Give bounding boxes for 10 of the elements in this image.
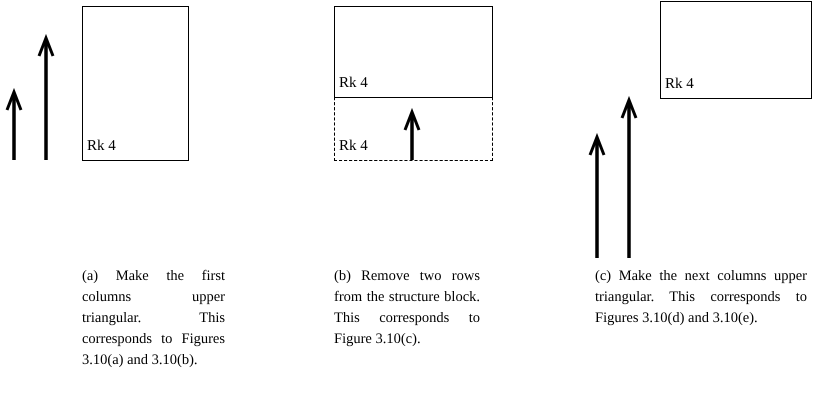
block-label: Rk 4: [339, 75, 368, 91]
block-label: Rk 4: [339, 138, 368, 154]
block-label: Rk 4: [665, 76, 694, 92]
matrix-block: [82, 6, 189, 161]
figure-caption: (b) Remove two rows from the structure block. This corresponds to Figure 3.10(c).: [334, 267, 480, 349]
figure-caption: (a) Make the first columns upper triangular. This corresponds to Figures 3.10(a) and 3.10(b).: [82, 267, 225, 370]
matrix-block: [334, 6, 493, 98]
block-label: Rk 4: [87, 138, 116, 154]
matrix-block: [660, 1, 812, 99]
figure-caption: (c) Make the next columns upper triangular. This corresponds to Figures 3.10(d) and 3.10(e).: [595, 267, 807, 328]
